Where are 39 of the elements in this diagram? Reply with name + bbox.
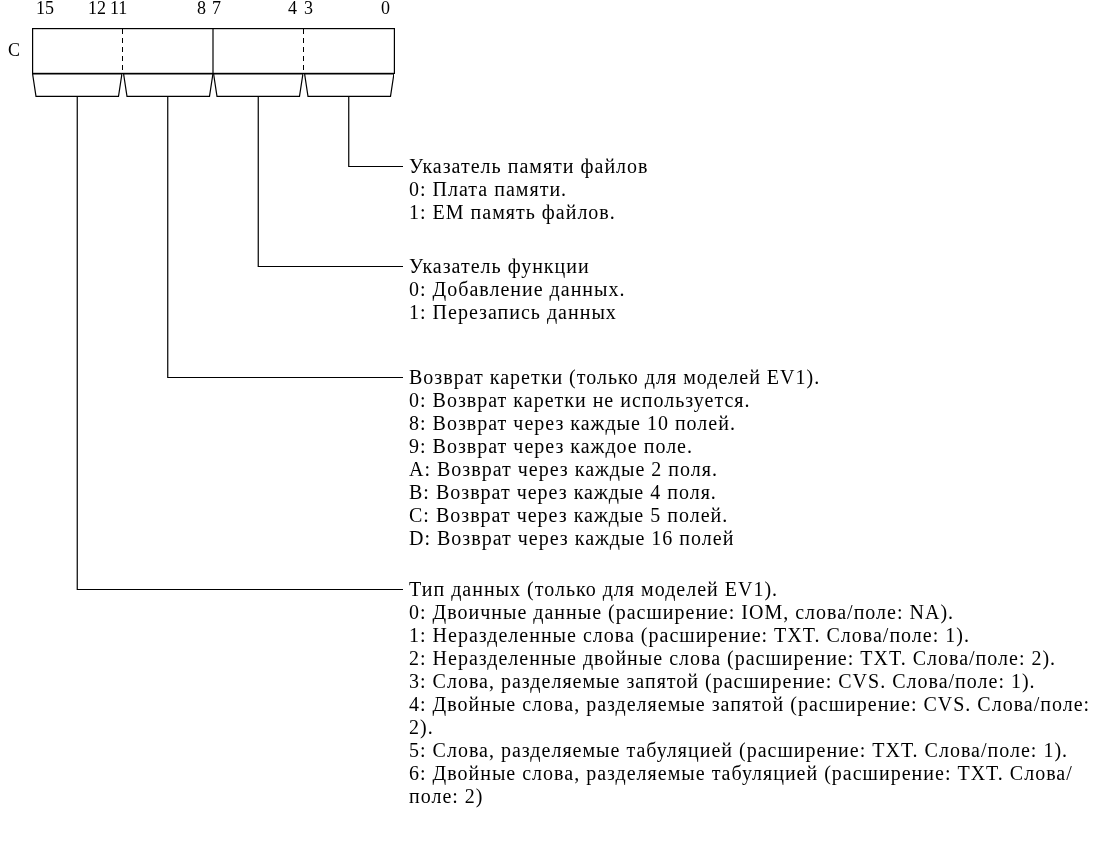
setting-option: C: Возврат через каждые 5 полей. — [409, 504, 1114, 527]
leader-line — [167, 96, 404, 379]
setting-option: 3: Слова, разделяемые запятой (расширение: CVS. Слова/поле: 1). — [409, 670, 1117, 693]
leader-line — [257, 96, 404, 268]
bit-number: 12 — [88, 0, 106, 18]
setting-option: 8: Возврат через каждые 10 полей. — [409, 412, 1114, 435]
leader-line — [76, 96, 404, 591]
bit-number: 15 — [36, 0, 54, 18]
bit-number: 4 — [288, 0, 297, 18]
setting-option: 6: Двойные слова, разделяемые табуляцией (расширение: TXT. Слова/поле: 2) — [409, 762, 1117, 808]
setting-option: 1: EM память файлов. — [409, 201, 1114, 224]
setting-option: A: Возврат через каждые 2 поля. — [409, 458, 1114, 481]
setting-option: 5: Слова, разделяемые табуляцией (расширение: TXT. Слова/поле: 1). — [409, 739, 1117, 762]
setting-option: 2: Неразделенные двойные слова (расширение: TXT. Слова/поле: 2). — [409, 647, 1117, 670]
setting-option: D: Возврат через каждые 16 полей — [409, 527, 1114, 550]
bit-group-bracket — [122, 74, 213, 97]
bit-group-bracket — [213, 74, 304, 97]
bit-number: 8 — [197, 0, 206, 18]
setting-heading: Тип данных (только для моделей EV1). — [409, 578, 780, 601]
setting-heading: Возврат каретки (только для моделей EV1). — [409, 366, 822, 389]
bit-group-bracket — [32, 74, 123, 97]
setting-option: 1: Неразделенные слова (расширение: TXT. Слова/поле: 1). — [409, 624, 1117, 647]
leader-line — [348, 96, 404, 168]
setting-option: 0: Двоичные данные (расширение: IOM, слова/поле: NA). — [409, 601, 1117, 624]
bit-number: 0 — [381, 0, 390, 18]
setting-option: 0: Плата памяти. — [409, 178, 1114, 201]
setting-option: 4: Двойные слова, разделяемые запятой (расширение: CVS. Слова/поле: 2). — [409, 693, 1117, 739]
setting-option: 0: Возврат каретки не используется. — [409, 389, 1114, 412]
bit-group-bracket — [303, 74, 394, 97]
bit-number: 11 — [110, 0, 128, 18]
setting-option: B: Возврат через каждые 4 поля. — [409, 481, 1114, 504]
bit-number: 3 — [304, 0, 313, 18]
setting-heading: Указатель памяти файлов — [409, 155, 650, 178]
setting-option: 1: Перезапись данных — [409, 301, 1114, 324]
setting-option: 0: Добавление данных. — [409, 278, 1114, 301]
setting-heading: Указатель функции — [409, 255, 591, 278]
setting-option: 9: Возврат через каждое поле. — [409, 435, 1114, 458]
register-name: C — [8, 40, 20, 60]
bit-number: 7 — [212, 0, 221, 18]
